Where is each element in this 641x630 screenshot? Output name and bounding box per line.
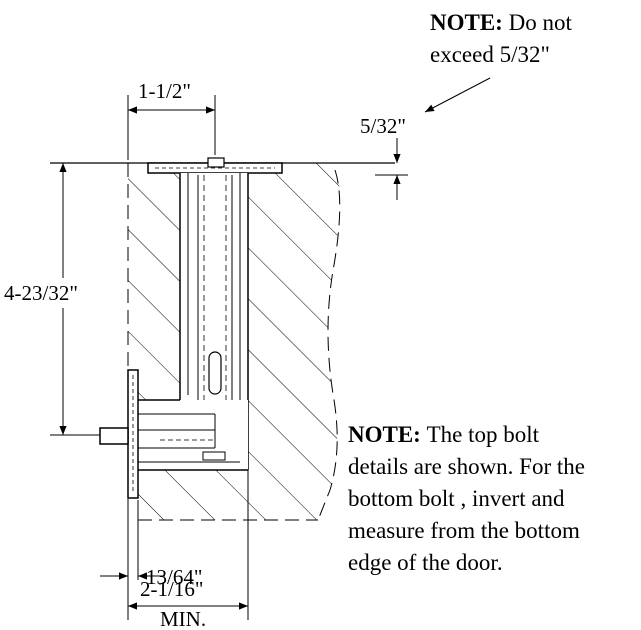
note-top-heading: NOTE: xyxy=(430,10,509,35)
note-top-line2: exceed 5/32" xyxy=(430,42,550,67)
dim-offset-label: 13/64" xyxy=(146,565,202,589)
note-bottom-heading: NOTE: xyxy=(348,422,427,447)
dim-gap-label: 5/32" xyxy=(360,114,406,138)
dim-min-label: MIN. xyxy=(160,607,206,630)
note-bottom-line2: details are shown. For the xyxy=(348,454,585,479)
side-flange xyxy=(127,369,139,499)
note-top: NOTE: Do not xyxy=(430,10,572,35)
dim-width-top xyxy=(127,95,216,160)
note-bottom-line4: measure from the bottom xyxy=(348,518,580,543)
face-plate xyxy=(147,157,283,174)
note-bottom-line1: The top bolt xyxy=(427,422,540,447)
dim-gap xyxy=(375,138,408,200)
dim-offset xyxy=(100,500,165,620)
lever-knob xyxy=(99,427,129,445)
dim-width-bottom xyxy=(128,470,249,620)
lever-bracket xyxy=(138,399,248,471)
note-top-line1: Do not xyxy=(509,10,573,35)
dim-width-top-label: 1-1/2" xyxy=(138,79,191,103)
note-bottom-line3: bottom bolt , invert and xyxy=(348,486,565,511)
note-leader-arrow xyxy=(424,77,491,113)
dim-height-label: 4-23/32" xyxy=(4,281,78,305)
dim-width-bottom-label: 2-1/16" xyxy=(140,577,203,601)
note-bottom-line5: edge of the door. xyxy=(348,550,503,575)
note-bottom: NOTE: The top bolt xyxy=(348,422,540,447)
